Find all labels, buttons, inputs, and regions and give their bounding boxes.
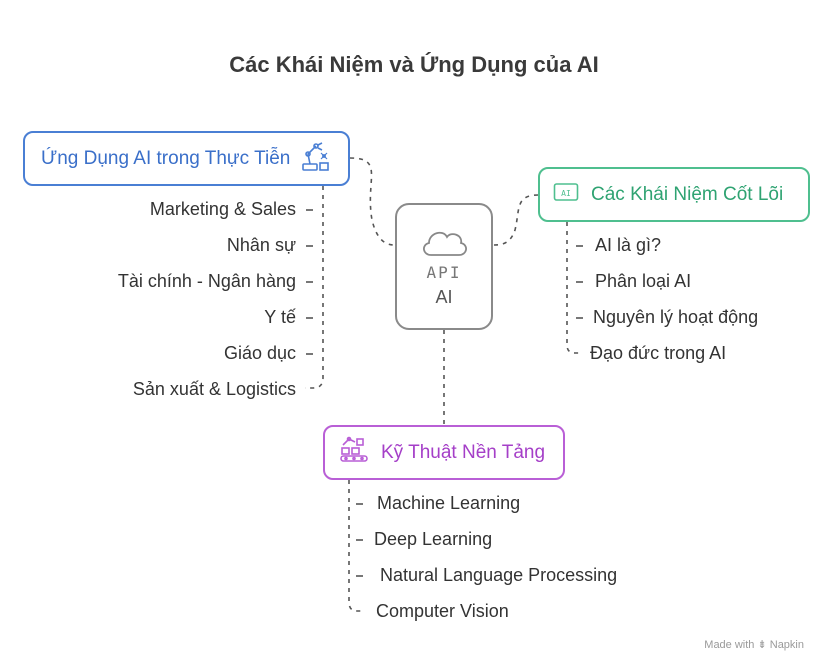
applications-item: Giáo dục	[223, 343, 296, 363]
connector-apps-center	[349, 157, 396, 246]
ai-chip-icon: AI	[553, 182, 579, 208]
page-title: Các Khái Niệm và Ứng Dụng của AI	[229, 52, 599, 77]
bracket-core	[566, 222, 582, 354]
foundations-heading: Kỹ Thuật Nền Tảng	[381, 441, 546, 463]
center-ai-node[interactable]: API AI	[395, 203, 493, 330]
core-concepts-item: Nguyên lý hoạt động	[593, 307, 759, 327]
robot-arm-icon	[300, 140, 330, 178]
foundations-item: Natural Language Processing	[380, 565, 618, 585]
core-concepts-item: Phân loại AI	[595, 271, 692, 291]
core-concepts-node[interactable]: AI Các Khái Niệm Cốt Lõi	[538, 167, 810, 222]
foundations-item: Machine Learning	[377, 493, 521, 513]
foundations-node[interactable]: Kỹ Thuật Nền Tảng	[323, 425, 565, 480]
applications-item: Y tế	[264, 307, 296, 327]
applications-item: Sản xuất & Logistics	[132, 379, 296, 399]
assembly-line-icon	[339, 435, 369, 471]
foundations-item: Computer Vision	[376, 601, 509, 621]
api-text: API	[426, 263, 462, 282]
connector-core-center	[492, 194, 539, 246]
applications-heading: Ứng Dụng AI trong Thực Tiễn	[41, 147, 291, 169]
svg-text:AI: AI	[561, 189, 571, 198]
core-concepts-item: AI là gì?	[595, 235, 662, 255]
napkin-watermark: Made with ⇟ Napkin	[704, 639, 804, 651]
core-concepts-heading: Các Khái Niệm Cốt Lõi	[591, 183, 784, 205]
center-label: AI	[435, 287, 453, 307]
applications-node[interactable]: Ứng Dụng AI trong Thực Tiễn	[23, 131, 350, 186]
foundations-item: Deep Learning	[374, 529, 493, 549]
bracket-tech	[348, 480, 364, 612]
bracket-apps	[305, 186, 324, 389]
core-concepts-item: Đạo đức trong AI	[590, 343, 727, 363]
applications-item: Tài chính - Ngân hàng	[117, 271, 296, 291]
applications-item: Marketing & Sales	[149, 199, 296, 219]
cloud-icon	[419, 227, 471, 262]
applications-item: Nhân sự	[226, 235, 296, 255]
